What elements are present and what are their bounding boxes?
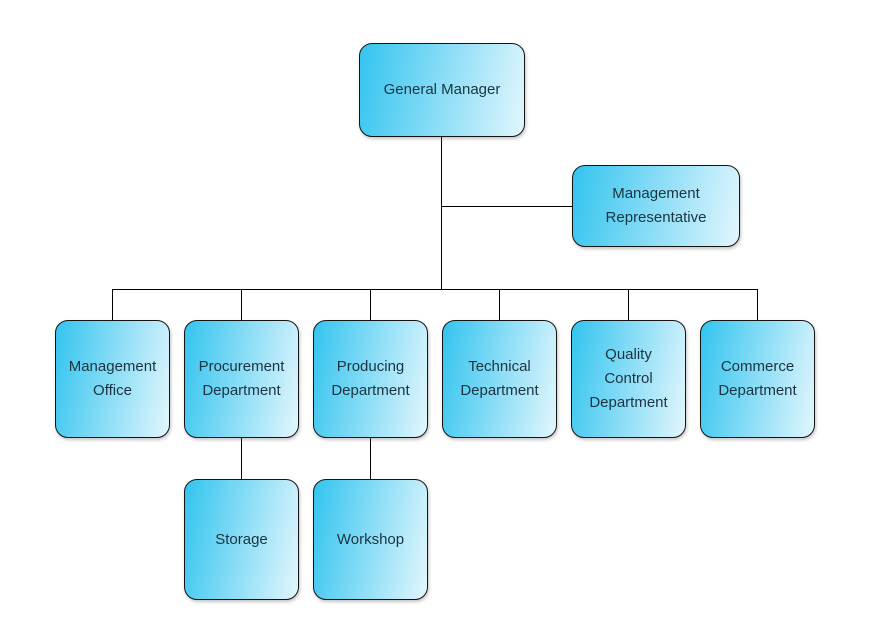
node-storage[interactable]: Storage: [184, 479, 299, 600]
node-management-representative-label: Management Representative: [605, 185, 707, 226]
node-general-manager[interactable]: General Manager: [359, 43, 525, 137]
node-producing-department-label: Producing Department: [331, 358, 410, 399]
connector-procurement-to-storage: [241, 438, 242, 479]
connector-stub-technical-department: [499, 289, 500, 320]
node-workshop-label: Workshop: [336, 530, 405, 548]
node-producing-department[interactable]: Producing Department: [313, 320, 428, 438]
node-technical-department[interactable]: Technical Department: [442, 320, 557, 438]
connector-stub-procurement-department: [241, 289, 242, 320]
connector-stub-management-office: [112, 289, 113, 320]
node-quality-control-department-label: Quality Control Department: [589, 346, 668, 411]
node-management-representative[interactable]: Management Representative: [572, 165, 740, 247]
connector-producing-to-workshop: [370, 438, 371, 479]
connector-stub-producing-department: [370, 289, 371, 320]
connector-gm-to-management-representative: [442, 206, 572, 207]
node-procurement-department-label: Procurement Department: [198, 358, 285, 399]
node-quality-control-department[interactable]: Quality Control Department: [571, 320, 686, 438]
node-technical-department-label: Technical Department: [460, 358, 539, 399]
connector-stub-quality-control-department: [628, 289, 629, 320]
node-storage-label: Storage: [215, 530, 268, 548]
connector-department-bus: [112, 289, 758, 290]
connector-stub-commerce-department: [757, 289, 758, 320]
node-general-manager-label: General Manager: [383, 81, 501, 98]
node-commerce-department-label: Commerce Department: [718, 358, 797, 399]
node-workshop[interactable]: Workshop: [313, 479, 428, 600]
node-management-office[interactable]: Management Office: [55, 320, 170, 438]
node-management-office-label: Management Office: [68, 358, 157, 399]
node-commerce-department[interactable]: Commerce Department: [700, 320, 815, 438]
node-procurement-department[interactable]: Procurement Department: [184, 320, 299, 438]
connector-gm-trunk: [441, 137, 442, 290]
